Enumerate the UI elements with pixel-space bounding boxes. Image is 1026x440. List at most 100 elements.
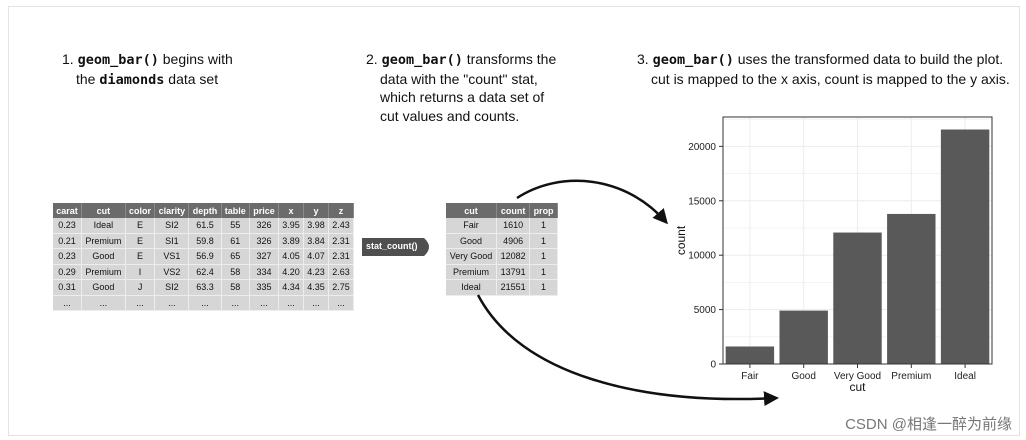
table-cell: 13791 [496, 264, 531, 280]
step-2-caption: 2. geom_bar() transforms the data with t… [366, 50, 566, 125]
table-cell: 21551 [496, 279, 531, 296]
x-tick-label: Good [791, 371, 815, 382]
y-tick-label: 0 [710, 360, 716, 371]
step-1-caption: 1. geom_bar() begins with the diamonds d… [62, 50, 312, 89]
table-cell: 55 [221, 218, 251, 234]
table-cell: 3.95 [278, 218, 305, 234]
table-cell: ... [221, 295, 251, 311]
table-cell: 12082 [496, 248, 531, 265]
table-cell: Good [446, 233, 498, 249]
col-prop: prop [529, 203, 558, 218]
table-cell: 4.05 [278, 248, 305, 265]
step-2-text: transforms [462, 51, 533, 67]
table-cell: 1 [529, 264, 558, 280]
table-cell: Very Good [446, 248, 498, 265]
table-cell: I [125, 264, 156, 280]
x-tick-label: Very Good [834, 371, 881, 382]
step-1-code: geom_bar() [77, 52, 159, 68]
table-cell: J [125, 279, 156, 296]
table-cell: ... [53, 295, 83, 311]
table-cell: 2.43 [328, 218, 355, 234]
table-cell: 1 [529, 279, 558, 296]
counts-table-header: cut count prop [446, 203, 558, 218]
table-cell: VS2 [154, 264, 190, 280]
col-x: x [278, 203, 305, 218]
bar-very-good [833, 232, 882, 364]
x-tick-label: Fair [741, 371, 759, 382]
table-cell: E [125, 233, 156, 249]
table-cell: SI2 [154, 279, 190, 296]
table-cell: 61 [221, 233, 251, 249]
table-cell: ... [328, 295, 355, 311]
step-2-number: 2. [366, 51, 378, 67]
x-axis-label: cut [849, 380, 866, 394]
step-3-code: geom_bar() [652, 52, 734, 68]
table-cell: 3.84 [303, 233, 329, 249]
col-color: color [125, 203, 156, 218]
step-3-text: uses the transformed data to build the p… [651, 51, 1010, 87]
table-cell: 0.29 [53, 264, 83, 280]
table-cell: 2.75 [328, 279, 355, 296]
table-cell: 3.98 [303, 218, 329, 234]
y-tick-label: 10000 [688, 251, 716, 262]
col-y: y [303, 203, 329, 218]
table-cell: 3.89 [278, 233, 305, 249]
bar-fair [725, 346, 775, 364]
table-cell: E [125, 218, 156, 234]
bar-premium [887, 213, 936, 364]
x-tick-label: Premium [891, 371, 931, 382]
stat-count-label: stat_count() [366, 241, 418, 251]
bar-good [779, 310, 828, 364]
y-tick-label: 5000 [694, 305, 717, 316]
table-cell: ... [154, 295, 190, 311]
col-cut: cut [446, 203, 498, 218]
col-cut: cut [81, 203, 126, 218]
table-cell: ... [81, 295, 126, 311]
step-2-code: geom_bar() [381, 52, 463, 68]
bar-ideal [940, 129, 990, 364]
table-cell: Premium [446, 264, 498, 280]
stat-count-arrow: stat_count() [360, 236, 436, 258]
col-z: z [328, 203, 355, 218]
table-cell: 56.9 [188, 248, 222, 265]
table-cell: 4.34 [278, 279, 305, 296]
table-cell: 0.21 [53, 233, 83, 249]
arrow-to-plot-top [516, 179, 668, 225]
table-cell: Good [81, 248, 126, 265]
table-cell: 2.63 [328, 264, 355, 280]
table-cell: 4.35 [303, 279, 329, 296]
step-1-code-2: diamonds [99, 71, 165, 88]
table-cell: 1 [529, 218, 558, 234]
col-carat: carat [53, 203, 83, 218]
plot-border [722, 116, 993, 365]
table-cell: 0.23 [53, 218, 83, 234]
y-tick-label: 15000 [688, 196, 716, 207]
table-cell: Good [81, 279, 126, 296]
table-row: .............................. [53, 295, 355, 311]
table-cell: 63.3 [188, 279, 222, 296]
table-cell: 4.07 [303, 248, 329, 265]
col-price: price [249, 203, 280, 218]
table-cell: ... [249, 295, 280, 311]
table-cell: ... [303, 295, 329, 311]
table-cell: SI1 [154, 233, 190, 249]
table-cell: 2.31 [328, 233, 355, 249]
table-cell: 4.23 [303, 264, 329, 280]
table-cell: 326 [249, 218, 280, 234]
table-cell: 1 [529, 233, 558, 249]
table-cell: 59.8 [188, 233, 222, 249]
table-cell: 62.4 [188, 264, 222, 280]
step-1-text-3: data set [164, 70, 219, 87]
step-3-caption: 3. geom_bar() uses the transformed data … [637, 50, 1012, 88]
